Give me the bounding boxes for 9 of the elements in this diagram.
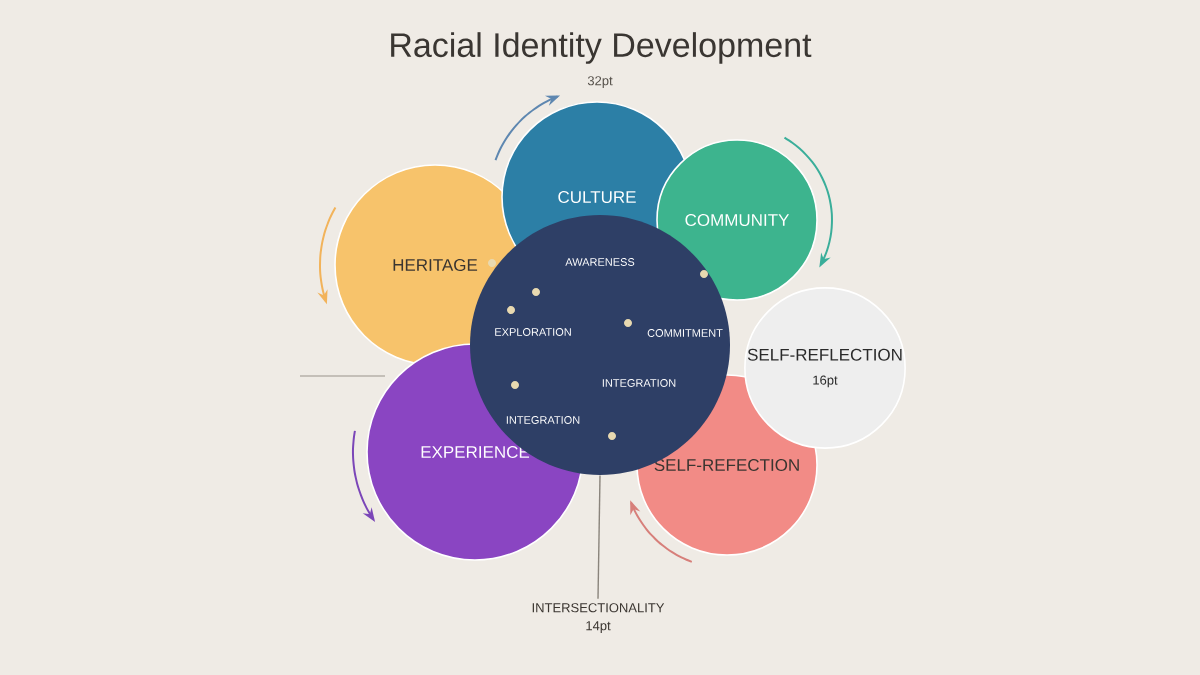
circle-node: COMMUNITY [656,139,818,301]
region-label: INTEGRATION [506,416,580,424]
title: Racial Identity Development [391,32,812,64]
subtitle: 32pt [587,76,613,88]
callout-text: INTERSECTIONALITY 14pt [532,603,665,633]
leader-line [597,474,601,600]
region-label: COMMITMENT [647,329,723,337]
circle-node: SELF-REFLECTION 16pt [744,287,906,449]
region-label: AWARENESS [565,258,635,266]
